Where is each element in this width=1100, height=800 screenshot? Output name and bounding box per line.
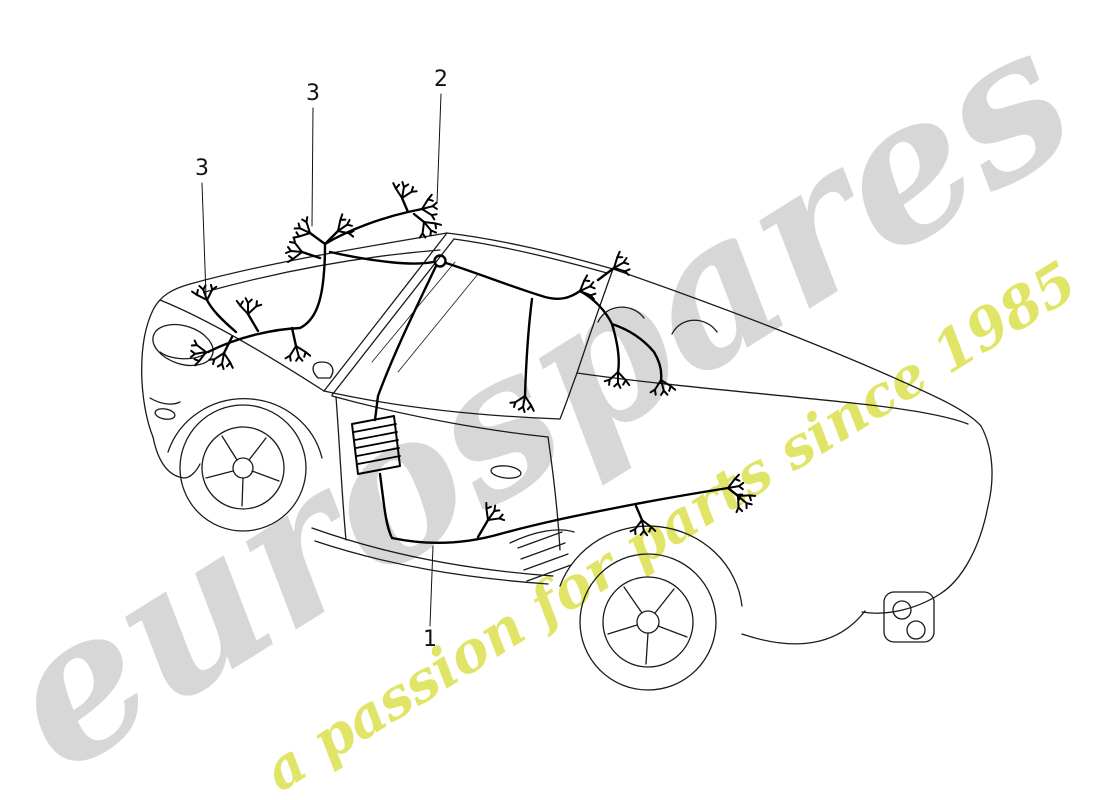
front-wheel-arch	[167, 398, 323, 459]
front-fascia	[141, 283, 191, 438]
rear-rim	[602, 576, 694, 668]
door-mirror	[312, 361, 334, 379]
callout-leader-3-front	[201, 182, 207, 297]
rear-tire	[579, 553, 717, 691]
headrest-hump-left	[597, 306, 645, 323]
harness-bottom-run	[390, 486, 730, 545]
a-pillar	[323, 232, 455, 396]
car-outline	[141, 232, 993, 691]
harness-right-cluster	[578, 266, 663, 382]
rear-hub	[636, 610, 660, 634]
harness-door-run-lower	[378, 472, 394, 540]
front-tire	[179, 404, 307, 532]
relay-box-outline	[351, 415, 401, 475]
wiring-harness	[185, 179, 759, 545]
rocker-sill	[311, 527, 554, 585]
callout-leader-2	[436, 93, 442, 204]
door-handle	[490, 465, 522, 479]
windshield-right-pillar	[576, 268, 614, 374]
side-scoop-outline	[509, 529, 575, 544]
callout-leader-3-top	[311, 107, 314, 227]
callout-label-1: 1	[423, 627, 437, 652]
beltline	[331, 395, 549, 438]
front-wheel-spokes	[205, 435, 280, 507]
harness-front-run	[206, 242, 327, 354]
callout-leader-1	[429, 545, 434, 627]
tail-and-rear-bumper	[861, 425, 993, 614]
callout-label-3-top: 3	[306, 81, 320, 106]
rear-wheel-spokes	[607, 586, 688, 665]
exhaust-tip-upper	[892, 600, 912, 620]
windshield-header	[446, 232, 614, 274]
front-intake	[149, 397, 181, 405]
rear-wheel-arch	[559, 525, 743, 607]
harness-main-run2	[444, 261, 582, 300]
harness-main-run	[328, 250, 435, 265]
rear-lower-body	[741, 610, 866, 645]
callout-label-2: 2	[434, 67, 448, 92]
front-rim	[201, 426, 285, 510]
headrest-hump-right	[671, 319, 718, 335]
harness-eyelet	[433, 254, 447, 268]
side-scoop-slats	[517, 531, 572, 582]
exhaust-tip-lower	[906, 620, 926, 640]
relay-box-hatch	[353, 423, 401, 465]
harness-top-cluster	[300, 229, 340, 260]
rear-deck-line	[576, 372, 969, 425]
headlight	[152, 323, 214, 367]
front-fender-line	[159, 299, 325, 392]
harness-branch-down	[523, 297, 534, 398]
bumper-bottom	[152, 436, 201, 479]
harness-front-branches	[205, 298, 298, 355]
door-front-edge	[335, 396, 347, 541]
callout-label-3-front: 3	[195, 156, 209, 181]
harness-run-to-cluster2	[323, 196, 426, 246]
fog-light	[154, 408, 176, 420]
harness-door-run	[373, 264, 438, 422]
callouts: 3 2 3 1	[195, 67, 448, 652]
exhaust-housing	[883, 591, 935, 643]
rear-shoulder-line	[612, 268, 982, 427]
door-rear-edge	[547, 436, 561, 551]
